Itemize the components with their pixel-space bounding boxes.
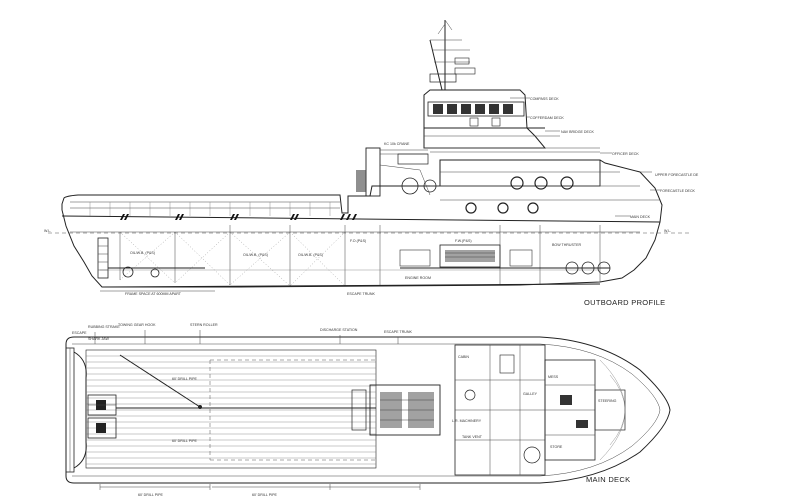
bulwark-frames	[89, 202, 331, 216]
forecastle-deck-label: FORECASTLE DECK	[660, 189, 696, 193]
main-deck-line	[61, 215, 661, 223]
towing-pin	[198, 405, 202, 409]
drill-pipe-dimensions	[99, 484, 421, 490]
galley-label: GALLEY	[523, 392, 538, 396]
tank-label-2: OIL/W.B. (P&S)	[243, 253, 268, 257]
cabin-label: CABIN	[458, 355, 469, 359]
tank-label-fuel: F.O.(P&S)	[350, 239, 366, 243]
escape-trunk-plan-label: ESCAPE TRUNK	[384, 330, 412, 334]
drill-pipe-dim-2-label: 60' DRILL PIPE	[252, 493, 278, 497]
crane-label: KC 10k CRANE	[384, 142, 410, 146]
azimuth-thruster	[97, 237, 205, 279]
shark-jaw-pins	[87, 394, 117, 439]
outboard-profile-title: OUTBOARD PROFILE	[584, 298, 665, 307]
tank-vent-label: TANK VENT	[462, 435, 483, 439]
discharge-label: DISCHARGE STATION	[320, 328, 358, 332]
freeing-ports	[120, 214, 357, 220]
rubbing-strake-label: RUBBING STRAKE	[88, 325, 120, 329]
compass-deck-label: COMPASS DECK	[530, 97, 559, 101]
escape-trunk-label: ESCAPE TRUNK	[347, 292, 375, 296]
frame-space-note: FRAME SPACE AT 600MM APART	[125, 292, 182, 296]
main-deck-plan-view: CABIN GALLEY MESS STORE STEERING L.R. MA…	[65, 323, 671, 497]
bow-arc-1	[599, 359, 626, 461]
towing-gear-label: TOWING GEAR HOOK	[118, 323, 156, 327]
lift-machinery-label: L.R. MACHINERY	[452, 419, 482, 423]
deck-plan-bulwark	[72, 343, 661, 477]
mess-label: MESS	[548, 375, 559, 379]
deck-crane	[356, 147, 437, 197]
main-deck-title: MAIN DECK	[586, 475, 630, 484]
stern-roller	[65, 347, 87, 473]
cofferdam-deck-label: COFFERDAM DECK	[530, 116, 564, 120]
drill-pipe-stbd-label: 60' DRILL PIPE	[172, 439, 198, 443]
escape-label: ESCAPE	[72, 331, 87, 335]
drill-pipe-dim-1-label: 60' DRILL PIPE	[138, 493, 164, 497]
bow-arc-2	[609, 374, 626, 446]
tank-label-water: F.W.(P&S)	[455, 239, 472, 243]
plan-top-leaders	[94, 330, 399, 344]
waterline-label-fwd: W.L.	[664, 229, 671, 233]
bridge-house	[423, 89, 600, 153]
keel-line	[101, 283, 601, 288]
cargo-deck-planking	[85, 349, 377, 469]
deck-level-leaders	[510, 97, 660, 217]
waterline-label-aft: W.L.	[44, 229, 51, 233]
engine-machinery	[399, 244, 610, 269]
drill-pipe-port-label: 60' DRILL PIPE	[172, 377, 198, 381]
deck-plan-hull	[65, 336, 671, 484]
bow-thrusters	[565, 261, 611, 275]
towing-winch	[351, 384, 441, 436]
towing-wire	[119, 354, 201, 408]
steering-label: STEERING	[598, 399, 617, 403]
nav-bridge-deck-label: NAV BRIDGE DECK	[561, 130, 594, 134]
store-label: STORE	[550, 445, 563, 449]
shark-jaw-label: SHARK JAW	[88, 337, 109, 341]
tank-label-1: OIL/W.B. (P&S)	[130, 251, 155, 255]
internal-tanks	[70, 225, 640, 287]
officer-deck-label: OFFICER DECK	[612, 152, 639, 156]
superstructure	[430, 159, 660, 214]
stern-roller-label: STERN ROLLER	[190, 323, 218, 327]
forward-accommodation	[454, 344, 626, 476]
bow-thruster-label: BOW THRUSTER	[552, 243, 581, 247]
outboard-profile-view: W.L. W.L.	[44, 19, 699, 307]
upper-forecastle-label: UPPER FORECASTLE DE	[655, 173, 699, 177]
engine-room-label: ENGINE ROOM	[405, 276, 431, 280]
mast	[429, 19, 476, 91]
main-deck-level-label: MAIN DECK	[630, 215, 651, 219]
tank-label-3: OIL/W.B. (P&S)	[298, 253, 323, 257]
